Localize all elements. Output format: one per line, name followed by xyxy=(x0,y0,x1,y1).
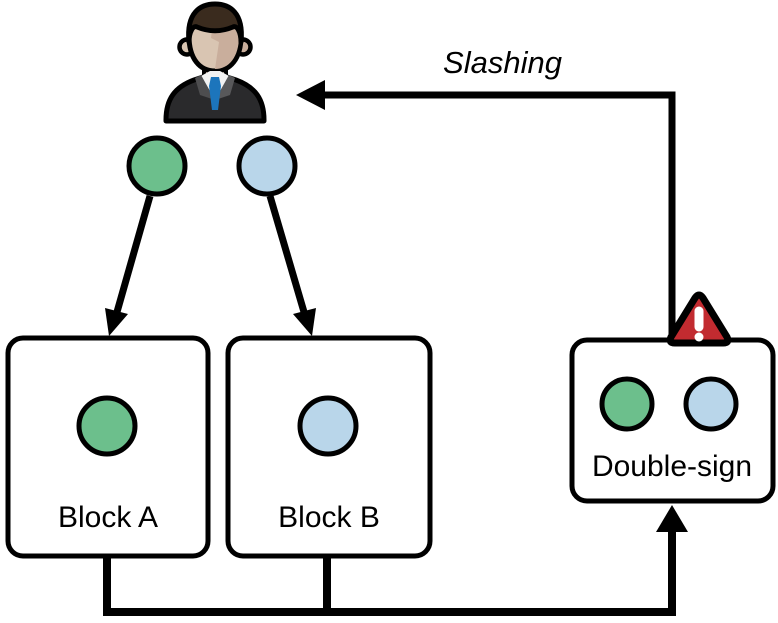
bottom-connector-line xyxy=(103,526,676,616)
slashing-label: Slashing xyxy=(443,45,562,80)
double-sign-arrowhead xyxy=(656,505,688,532)
double-sign-blue-dot xyxy=(683,376,739,432)
double-sign-label: Double-sign xyxy=(591,450,753,483)
blue-vote-dot xyxy=(236,135,298,197)
green-vote-dot xyxy=(126,135,188,197)
vote-a-arrow xyxy=(105,195,154,336)
warning-triangle-icon xyxy=(666,291,732,347)
block-a-dot xyxy=(76,395,138,457)
validator-person-icon xyxy=(163,1,267,124)
slashing-arrow xyxy=(318,91,676,338)
double-sign-green-dot xyxy=(599,376,655,432)
block-a-label: Block A xyxy=(57,501,159,534)
vote-b-arrow xyxy=(266,195,316,336)
slashing-arrowhead xyxy=(296,80,325,110)
block-b-dot xyxy=(297,395,359,457)
block-b-label: Block B xyxy=(278,501,380,534)
